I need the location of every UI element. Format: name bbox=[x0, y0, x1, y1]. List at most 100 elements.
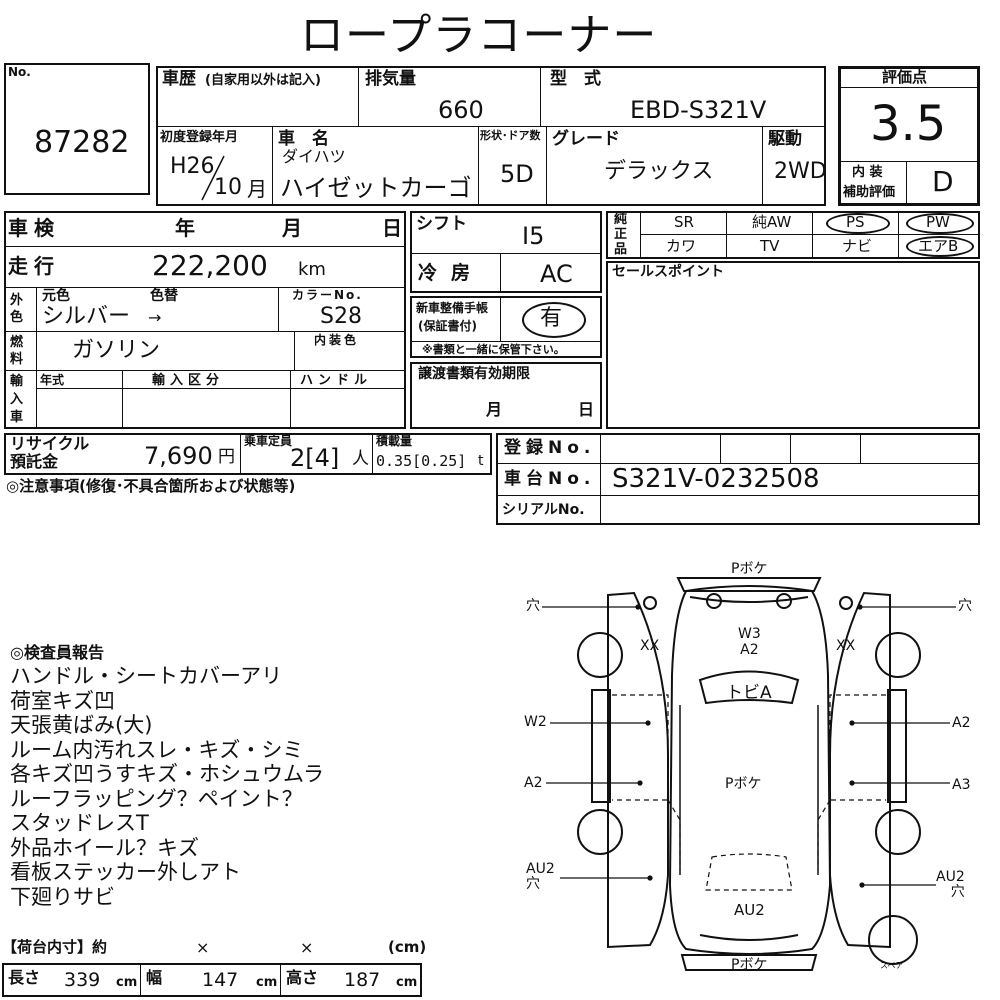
aircon-label: 冷房 bbox=[418, 262, 485, 284]
first-reg-slash bbox=[201, 155, 225, 201]
recycle-value: 7,690 bbox=[144, 442, 213, 470]
report-line-1: ハンドル・シートカバーアリ bbox=[10, 664, 283, 688]
color-change-label: 色替 bbox=[150, 288, 178, 304]
score-label: 評価点 bbox=[882, 68, 928, 86]
shift-value: I5 bbox=[522, 222, 545, 250]
manual-label: 新車整備手帳 bbox=[416, 301, 489, 315]
car-name-label: 車 名 bbox=[278, 129, 329, 149]
cargo-length: 339 bbox=[64, 969, 101, 991]
import-handle-label: ハンドル bbox=[300, 373, 373, 388]
vehicle-diagram bbox=[542, 577, 956, 971]
lot-number: 87282 bbox=[34, 125, 130, 160]
history-note: (自家用以外は記入) bbox=[205, 73, 321, 88]
cargo-times-2: × bbox=[300, 938, 314, 957]
vehicle-info-box bbox=[156, 66, 826, 206]
aircon-value: AC bbox=[540, 260, 573, 288]
first-reg-year: H26 bbox=[170, 154, 215, 179]
windshield-shape bbox=[698, 670, 800, 705]
cargo-width-unit: cm bbox=[256, 975, 278, 990]
report-line-5: 各キズ凹うすキズ・ホシュウムラ bbox=[10, 762, 324, 786]
transfer-day: 日 bbox=[578, 400, 595, 419]
interior-score-label-2: 補助評価 bbox=[843, 185, 896, 200]
lot-label: No. bbox=[8, 65, 31, 79]
inspection-label: 車検 bbox=[8, 216, 60, 240]
report-line-8: 外品ホイール？キズ bbox=[10, 835, 199, 860]
report-line-2: 荷室キズ凹 bbox=[10, 688, 115, 713]
page-title: ロープラコーナー bbox=[300, 10, 658, 61]
report-line-6: ルーフラッピング？ペイント？ bbox=[10, 786, 303, 811]
damage-right-door-front: A2 bbox=[952, 715, 971, 731]
transfer-label: 譲渡書類有効期限 bbox=[418, 366, 530, 382]
damage-left-wheel: XX bbox=[640, 638, 660, 654]
doors-label: 形状･ドア数 bbox=[480, 129, 541, 142]
option-ps-circle bbox=[826, 213, 890, 234]
cargo-height-unit: cm bbox=[396, 975, 418, 990]
option-ps: PS bbox=[846, 213, 865, 231]
report-line-10: 下廻りサビ bbox=[10, 884, 115, 909]
model-label: 型 式 bbox=[550, 69, 601, 89]
cargo-height: 187 bbox=[344, 969, 381, 991]
lot-box bbox=[4, 63, 150, 195]
fuel-side: 燃料 bbox=[10, 335, 24, 367]
cargo-length-label: 長さ bbox=[8, 968, 41, 987]
original-color-label: 元色 bbox=[42, 288, 70, 304]
score-value: 3.5 bbox=[870, 96, 947, 152]
registration-label: 登録No. bbox=[504, 438, 596, 458]
chassis-value: S321V-0232508 bbox=[612, 464, 820, 494]
mileage-label: 走行 bbox=[8, 254, 60, 278]
shift-aircon-box bbox=[410, 211, 602, 293]
damage-left-rear: AU2 穴 bbox=[526, 861, 555, 892]
recycle-unit: 円 bbox=[218, 447, 235, 467]
manual-note: ※書類と一緒に保管下さい。 bbox=[422, 343, 565, 356]
transfer-box bbox=[410, 362, 602, 429]
recycle-label: リサイクル bbox=[10, 434, 90, 453]
cargo-times-1: × bbox=[196, 938, 210, 957]
color-arrow: → bbox=[148, 308, 162, 327]
inspection-day: 日 bbox=[382, 216, 402, 240]
capacity-unit: 人 bbox=[352, 449, 369, 469]
cargo-width: 147 bbox=[202, 969, 239, 991]
option-pw-circle bbox=[906, 213, 974, 234]
car-name-value: ハイゼットカーゴ bbox=[280, 174, 472, 202]
history-label: 車歴 bbox=[162, 69, 196, 89]
cargo-label: 【荷台内寸】約 bbox=[2, 938, 108, 956]
car-maker: ダイハツ bbox=[282, 147, 346, 166]
grade-value: デラックス bbox=[604, 159, 714, 184]
damage-left-door-front: W2 bbox=[524, 714, 547, 730]
recycle-label-2: 預託金 bbox=[10, 452, 59, 471]
option-sr: SR bbox=[674, 213, 694, 231]
option-alloy-wheel: 純AW bbox=[752, 213, 792, 231]
option-airbag: エアB bbox=[918, 237, 959, 255]
interior-score-value: D bbox=[932, 165, 954, 198]
damage-left-door-rear: A2 bbox=[524, 775, 543, 791]
displacement-value: 660 bbox=[438, 96, 484, 124]
grade-label: グレード bbox=[552, 129, 620, 149]
damage-rear-bumper: AU2 bbox=[734, 901, 765, 919]
report-label: ◎検査員報告 bbox=[10, 643, 104, 662]
inspection-year: 年 bbox=[175, 216, 195, 240]
registration-box bbox=[496, 433, 980, 525]
options-box bbox=[606, 211, 980, 259]
import-class-label: 輸入区分 bbox=[152, 373, 225, 388]
first-reg-label: 初度登録年月 bbox=[160, 130, 239, 145]
color-code-value: S28 bbox=[320, 304, 362, 329]
sales-point-box bbox=[606, 261, 980, 429]
option-tv: TV bbox=[760, 237, 780, 255]
capacity-value: 2[4] bbox=[290, 444, 340, 472]
report-line-3: 天張黄ばみ(大) bbox=[10, 713, 153, 737]
first-reg-month: 10 bbox=[214, 175, 242, 200]
caution-label: ◎注意事項(修復･不具合箇所および状態等) bbox=[6, 477, 296, 495]
option-navi: ナビ bbox=[842, 237, 873, 255]
damage-right-rear: AU2 穴 bbox=[936, 869, 965, 900]
damage-front: Pボケ bbox=[731, 561, 768, 577]
report-line-7: スタッドレスT bbox=[10, 811, 149, 835]
load-value: 0.35[0.25] bbox=[376, 452, 467, 470]
manual-value: 有 bbox=[540, 306, 563, 331]
option-airbag-circle bbox=[906, 236, 974, 257]
inspection-month: 月 bbox=[282, 216, 302, 240]
displacement-label: 排気量 bbox=[365, 69, 416, 89]
damage-right-hole: 穴 bbox=[958, 598, 972, 614]
cargo-width-label: 幅 bbox=[146, 968, 163, 987]
mileage-value: 222,200 bbox=[152, 249, 268, 282]
capacity-label: 乗車定員 bbox=[244, 434, 293, 448]
